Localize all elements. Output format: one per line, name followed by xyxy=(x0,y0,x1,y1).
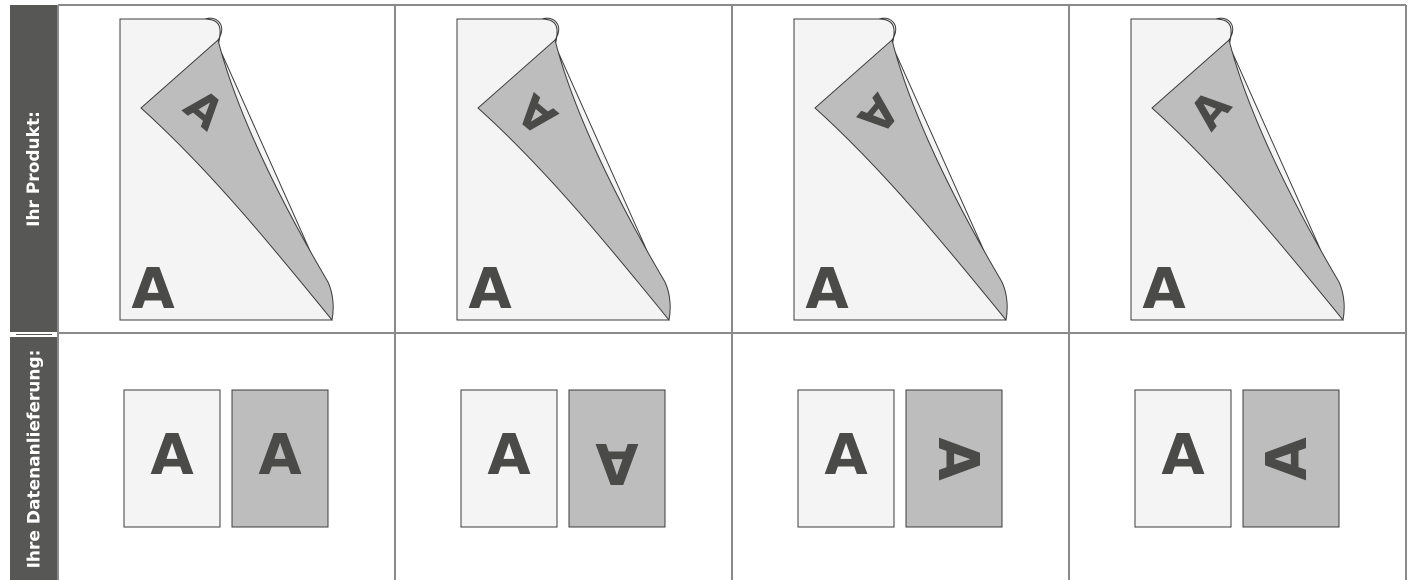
front-page-letter: A xyxy=(1161,423,1205,488)
product-page-illustration: AA xyxy=(456,17,671,322)
row-header-product: Ihr Produkt: xyxy=(10,5,58,332)
product-page-illustration: AA xyxy=(1130,17,1345,322)
front-page xyxy=(123,389,221,528)
page-curl-back xyxy=(140,39,334,322)
page-curl-tip xyxy=(204,17,223,46)
back-page xyxy=(231,389,329,528)
product-page-illustration: AA xyxy=(793,17,1008,322)
page-curl-back xyxy=(1151,39,1345,322)
page-curl-tip xyxy=(541,17,560,46)
back-page xyxy=(905,389,1003,528)
back-page-letter: A xyxy=(925,437,990,481)
front-page xyxy=(460,389,558,528)
back-page-letter: A xyxy=(595,430,639,495)
page-curl-tip xyxy=(878,17,897,46)
back-page-letter: A xyxy=(258,423,302,488)
page-letter: A xyxy=(468,257,512,322)
front-page-letter: A xyxy=(487,423,531,488)
back-page xyxy=(568,389,666,528)
front-page xyxy=(797,389,895,528)
front-page xyxy=(1134,389,1232,528)
page-letter: A xyxy=(1142,257,1186,322)
back-page-letter: A xyxy=(1255,437,1320,481)
row-header-divider xyxy=(10,332,58,337)
front-page-letter: A xyxy=(824,423,868,488)
row-header-data-delivery: Ihre Datenanlieferung: xyxy=(10,337,58,580)
page-curl-back xyxy=(814,39,1008,322)
page-curl-back xyxy=(477,39,671,322)
front-page-letter: A xyxy=(150,423,194,488)
page-curl-tip xyxy=(1215,17,1234,46)
back-page xyxy=(1242,389,1340,528)
page-letter: A xyxy=(805,257,849,322)
page-letter: A xyxy=(131,257,175,322)
product-page-illustration: AA xyxy=(119,17,334,322)
